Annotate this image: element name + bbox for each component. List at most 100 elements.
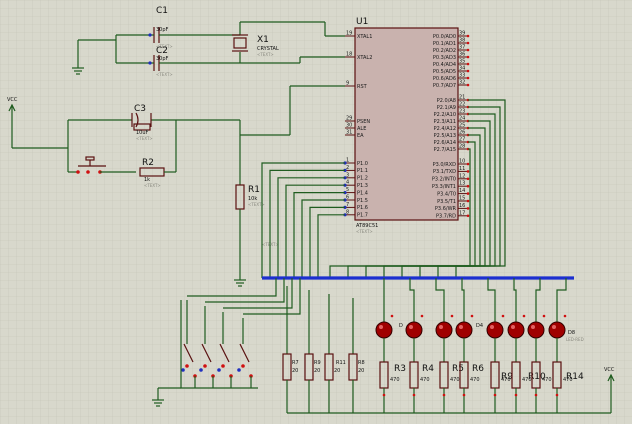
led-body	[455, 321, 473, 339]
pin-number-37: 37	[459, 45, 465, 51]
pin-name-34: P0.5/AD5	[433, 69, 456, 75]
p2-port-wires	[329, 99, 506, 278]
led-body	[405, 321, 423, 339]
switch-1[interactable]	[181, 300, 197, 388]
led-7[interactable]	[527, 278, 546, 362]
c3-value: 10uF	[136, 130, 149, 136]
pin-name-30: ALE	[357, 126, 366, 132]
resistor-pin-marker	[514, 393, 518, 397]
led-body	[548, 321, 566, 339]
led-resistor-value: 470	[470, 377, 480, 383]
led-pin-marker	[522, 314, 526, 318]
p2-wire	[329, 99, 506, 278]
microcontroller-u1[interactable]: U1 AT89C51 <TEXT> 19XTAL118XTAL29RST29PS…	[343, 17, 470, 234]
chip-text: <TEXT>	[356, 229, 373, 234]
pin-number-15: 15	[459, 196, 465, 202]
led-glint	[490, 325, 494, 329]
pin-name-37: P0.2/AD2	[433, 48, 456, 54]
led-pin-marker	[501, 314, 505, 318]
led-8[interactable]	[548, 278, 567, 362]
crystal-x1[interactable]: X1 CRYSTAL <TEXT>	[232, 22, 279, 63]
capacitor-c3[interactable]: C3 10uF <TEXT>	[131, 104, 153, 141]
r2-text: <TEXT>	[144, 183, 161, 188]
pin-name-5: P1.4	[357, 190, 368, 196]
switch-4[interactable]	[237, 318, 253, 388]
reset-button[interactable]	[68, 156, 136, 174]
r5-label: R5	[452, 364, 464, 374]
pin-name-28: P2.7/A15	[434, 147, 456, 153]
pin-name-12: P3.2/INT0	[432, 177, 456, 183]
p1-wire	[301, 199, 345, 278]
capacitor-c1[interactable]: C1 30pF <TEXT>	[116, 6, 240, 49]
c2-value: 30pF	[156, 56, 169, 62]
p3-pin-marker	[466, 214, 470, 218]
reset-section: VCC C3 10uF <TEXT>	[7, 85, 345, 287]
led-feed-wire	[409, 278, 415, 322]
led-feed-wire	[535, 278, 541, 322]
resistor-pin-marker	[462, 393, 466, 397]
p2-wire	[437, 141, 476, 278]
led-resistor-value: 470	[501, 377, 511, 383]
p1-wire	[285, 184, 345, 278]
resistor-r2[interactable]: R2 1k <TEXT>	[139, 158, 176, 188]
pin-name-38: P0.1/AD1	[433, 41, 456, 47]
pin-name-4: P1.3	[357, 183, 368, 189]
pin-number-39: 39	[459, 31, 465, 37]
pin-number-17: 17	[459, 210, 465, 216]
p0-pin-marker	[466, 69, 470, 73]
switch-resistor-value: 20	[314, 368, 320, 374]
pin-name-14: P3.4/T0	[437, 191, 456, 197]
chip-name: AT89C51	[356, 223, 378, 229]
led-resistor-value: 470	[390, 377, 400, 383]
p3-pin-marker	[466, 192, 470, 195]
led-3[interactable]	[435, 278, 454, 362]
c3-label: C3	[134, 104, 146, 114]
led-glint	[409, 325, 413, 329]
led-pin-marker	[450, 314, 454, 318]
r1-text: <TEXT>	[248, 202, 265, 207]
pin-number-23: 23	[459, 109, 465, 115]
led-6[interactable]	[507, 278, 526, 362]
led-feed-wire	[461, 278, 465, 322]
pin-number-13: 13	[459, 181, 465, 187]
p0-pin-marker	[466, 34, 470, 38]
pin-number-9: 9	[346, 81, 349, 87]
p2-wire	[419, 134, 481, 278]
pin-number-25: 25	[459, 123, 465, 129]
switch-contact	[185, 364, 189, 368]
switch-feed-wire	[187, 278, 277, 297]
x1-value: CRYSTAL	[257, 46, 279, 52]
switch-2[interactable]	[199, 306, 215, 388]
p2-wire	[383, 120, 491, 278]
p0-pin-marker	[466, 41, 470, 45]
led-5[interactable]	[486, 278, 505, 362]
resistor-pin-marker	[534, 393, 538, 397]
pin-name-11: P3.1/TXD	[433, 169, 456, 175]
p1-port-wires	[261, 162, 345, 278]
x1-text: <TEXT>	[257, 52, 274, 57]
led-body	[527, 321, 545, 339]
led-resistor-value: 470	[450, 377, 460, 383]
p0-pin-marker	[466, 62, 470, 66]
c1-value: 30pF	[156, 27, 169, 33]
pin-name-32: P0.7/AD7	[433, 83, 456, 89]
pin-number-7: 7	[346, 202, 349, 208]
resistor-pin-marker	[442, 393, 446, 397]
pin-name-23: P2.2/A10	[434, 112, 456, 118]
pin-number-21: 21	[459, 95, 465, 101]
switch-3[interactable]	[217, 312, 233, 388]
led-2[interactable]	[405, 278, 424, 362]
pin-number-24: 24	[459, 116, 465, 122]
switch-marker	[199, 368, 203, 372]
led-1[interactable]	[375, 278, 394, 362]
c2-label: C2	[156, 46, 168, 56]
switch-lever	[183, 343, 194, 363]
led-4[interactable]	[455, 278, 474, 362]
resistor-pin-marker	[493, 393, 497, 397]
r11-label: R11	[336, 360, 346, 366]
p3-pin-marker	[466, 177, 470, 181]
pin-name-33: P0.6/AD6	[433, 76, 456, 82]
p3-pin-marker	[466, 170, 470, 173]
capacitor-c2[interactable]: C2 30pF <TEXT>	[116, 46, 240, 77]
pin-name-15: P3.5/T1	[437, 199, 456, 205]
